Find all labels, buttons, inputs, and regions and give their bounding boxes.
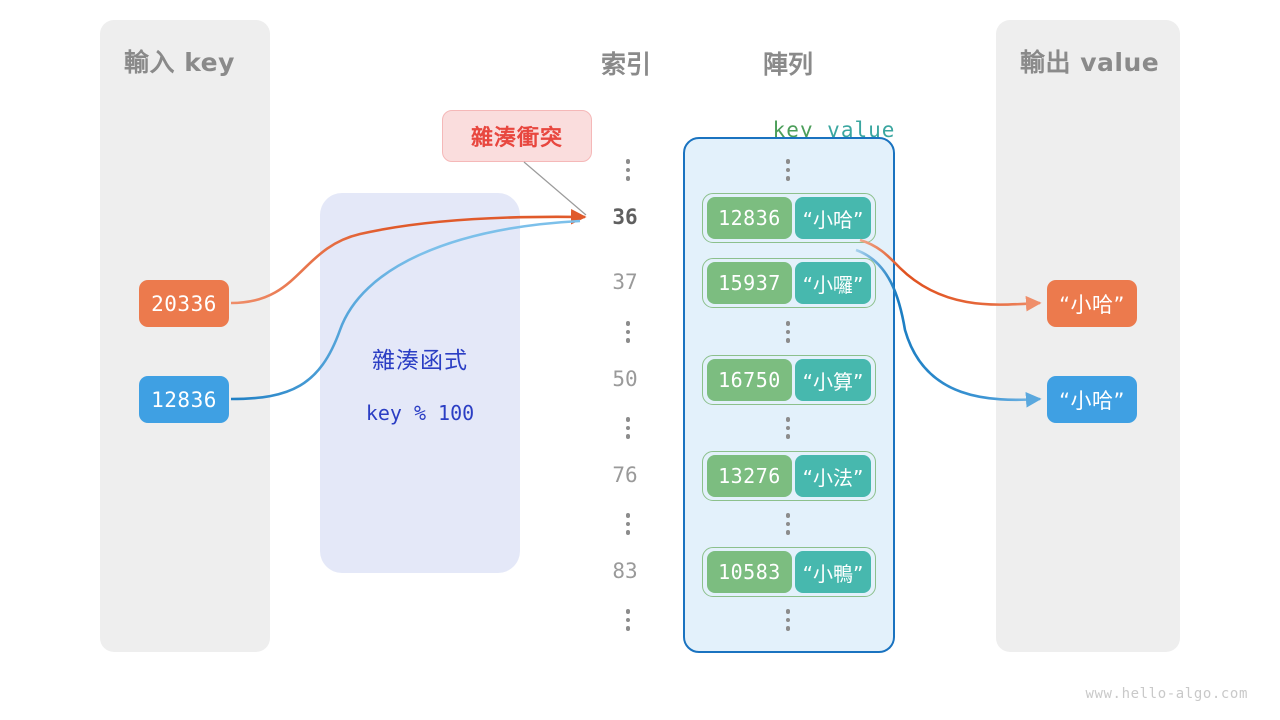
watermark: www.hello-algo.com [1085,686,1248,702]
index-ellipsis-top [618,156,638,184]
bucket-value-1: “小囉” [794,262,871,304]
array-bucket-4[interactable]: 10583 “小鴨” [702,547,876,597]
output-panel-title: 輸出 value [1020,48,1160,77]
input-key-chip-1[interactable]: 12836 [139,376,229,423]
collision-badge: 雜湊衝突 [442,110,592,162]
index-ellipsis-1 [618,318,638,346]
hash-function-expression: key % 100 [365,401,475,425]
array-ellipsis-3 [778,510,798,538]
index-label-2: 50 [612,367,638,391]
index-label-3: 76 [612,463,638,487]
bucket-value-3: “小法” [794,455,871,497]
array-bucket-1[interactable]: 15937 “小囉” [702,258,876,308]
array-bucket-3[interactable]: 13276 “小法” [702,451,876,501]
bucket-key-3: 13276 [707,455,792,497]
array-ellipsis-bottom [778,606,798,634]
bucket-key-4: 10583 [707,551,792,593]
hash-function-box: 雜湊函式 key % 100 [320,193,520,573]
output-value-chip-0[interactable]: “小哈” [1047,280,1137,327]
bucket-key-1: 15937 [707,262,792,304]
index-column-header: 索引 [600,50,651,79]
bucket-value-2: “小算” [794,359,871,401]
array-bucket-2[interactable]: 16750 “小算” [702,355,876,405]
bucket-key-0: 12836 [707,197,792,239]
array-ellipsis-top [778,156,798,184]
index-label-4: 83 [612,559,638,583]
hash-function-title: 雜湊函式 [372,348,468,374]
output-value-chip-1[interactable]: “小哈” [1047,376,1137,423]
index-label-1: 37 [612,270,638,294]
index-ellipsis-2 [618,414,638,442]
index-label-0: 36 [612,205,638,229]
array-column-header: 陣列 [762,50,813,79]
index-ellipsis-3 [618,510,638,538]
input-key-chip-0[interactable]: 20336 [139,280,229,327]
array-ellipsis-2 [778,414,798,442]
array-bucket-0[interactable]: 12836 “小哈” [702,193,876,243]
input-panel [100,20,270,652]
output-panel [996,20,1180,652]
input-panel-title: 輸入 key [124,48,235,77]
array-ellipsis-1 [778,318,798,346]
bucket-key-2: 16750 [707,359,792,401]
index-ellipsis-bottom [618,606,638,634]
collision-leader-line [523,161,587,216]
bucket-value-0: “小哈” [794,197,871,239]
bucket-value-4: “小鴨” [794,551,871,593]
